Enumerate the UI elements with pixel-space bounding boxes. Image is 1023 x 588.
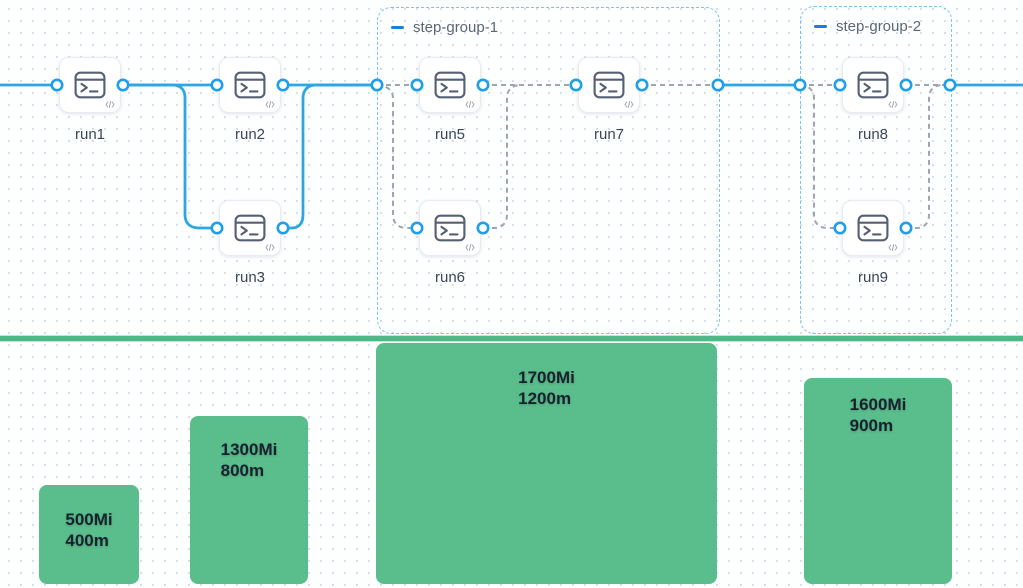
code-icon — [888, 101, 898, 108]
node-run1[interactable]: run1 — [59, 57, 121, 143]
resource-bar-label: 1300Mi 800m — [221, 439, 278, 584]
connection-handle[interactable] — [635, 78, 649, 92]
cpu-value: 400m — [65, 531, 109, 550]
connection-handle[interactable] — [410, 78, 424, 92]
connection-handle[interactable] — [276, 78, 290, 92]
terminal-icon — [234, 214, 266, 242]
connection-handle[interactable] — [899, 78, 913, 92]
node-card[interactable] — [842, 57, 904, 113]
resource-bar: 1700Mi 1200m — [376, 343, 717, 584]
node-card[interactable] — [419, 200, 481, 256]
terminal-icon — [434, 214, 466, 242]
node-card[interactable] — [219, 200, 281, 256]
node-label: run3 — [234, 269, 266, 286]
group-label: step-group-1 — [413, 19, 499, 36]
node-run8[interactable]: run8 — [842, 57, 904, 143]
terminal-icon — [857, 214, 889, 242]
node-label: run6 — [434, 269, 466, 286]
collapse-icon[interactable] — [391, 25, 404, 30]
memory-value: 1300Mi — [220, 440, 278, 459]
code-icon — [265, 244, 275, 251]
node-label: run1 — [74, 126, 106, 143]
connection-handle[interactable] — [833, 78, 847, 92]
memory-value: 1700Mi — [518, 368, 575, 387]
node-run7[interactable]: run7 — [578, 57, 640, 143]
step-group-1[interactable]: step-group-1 — [377, 7, 720, 334]
connection-handle[interactable] — [476, 221, 490, 235]
connection-handle[interactable] — [210, 221, 224, 235]
edge-run6-run7[interactable] — [483, 84, 522, 229]
memory-value: 1600Mi — [849, 395, 907, 414]
connection-handle[interactable] — [410, 221, 424, 235]
edge-group2in-run9[interactable] — [799, 84, 840, 229]
connection-handle[interactable] — [711, 78, 725, 92]
terminal-icon — [857, 71, 889, 99]
resource-bar-label: 500Mi 400m — [65, 509, 112, 584]
cpu-value: 800m — [220, 461, 265, 480]
cpu-value: 1200m — [518, 389, 572, 408]
connection-handle[interactable] — [833, 221, 847, 235]
node-run2[interactable]: run2 — [219, 57, 281, 143]
connection-handle[interactable] — [276, 221, 290, 235]
node-label: run5 — [434, 126, 466, 143]
resource-bar: 1600Mi 900m — [804, 378, 952, 584]
node-label: run8 — [857, 126, 889, 143]
connection-handle[interactable] — [569, 78, 583, 92]
group-header: step-group-2 — [814, 18, 951, 35]
edge-run3-group1[interactable] — [283, 83, 377, 230]
code-icon — [624, 101, 634, 108]
group-header: step-group-1 — [391, 19, 719, 36]
node-run6[interactable]: run6 — [419, 200, 481, 286]
connection-handle[interactable] — [50, 78, 64, 92]
edge-run1-run3[interactable] — [123, 83, 217, 230]
collapse-icon[interactable] — [814, 24, 827, 29]
code-icon — [465, 244, 475, 251]
connection-handle[interactable] — [370, 78, 384, 92]
terminal-icon — [234, 71, 266, 99]
resource-bar: 1300Mi 800m — [190, 416, 308, 584]
node-run5[interactable]: run5 — [419, 57, 481, 143]
code-icon — [888, 244, 898, 251]
connection-handle[interactable] — [210, 78, 224, 92]
terminal-icon — [434, 71, 466, 99]
resource-bar-label: 1600Mi 900m — [850, 394, 907, 584]
code-icon — [105, 101, 115, 108]
connection-handle[interactable] — [899, 221, 913, 235]
edge-run9-group2out[interactable] — [906, 84, 943, 229]
code-icon — [265, 101, 275, 108]
node-card[interactable] — [59, 57, 121, 113]
connection-handle[interactable] — [476, 78, 490, 92]
divider-line — [0, 336, 1023, 341]
step-group-2[interactable]: step-group-2 — [800, 6, 952, 334]
node-card[interactable] — [578, 57, 640, 113]
resource-bar: 500Mi 400m — [39, 485, 139, 584]
group-label: step-group-2 — [836, 18, 922, 35]
node-card[interactable] — [842, 200, 904, 256]
node-card[interactable] — [419, 57, 481, 113]
resource-bar-label: 1700Mi 1200m — [518, 367, 575, 584]
terminal-icon — [593, 71, 625, 99]
connection-handle[interactable] — [793, 78, 807, 92]
edge-group1in-run6[interactable] — [376, 84, 417, 229]
node-card[interactable] — [219, 57, 281, 113]
node-label: run9 — [857, 269, 889, 286]
memory-value: 500Mi — [65, 510, 113, 529]
code-icon — [465, 101, 475, 108]
cpu-value: 900m — [849, 416, 894, 435]
connection-handle[interactable] — [116, 78, 130, 92]
node-label: run7 — [593, 126, 625, 143]
connection-handle[interactable] — [943, 78, 957, 92]
node-run3[interactable]: run3 — [219, 200, 281, 286]
node-run9[interactable]: run9 — [842, 200, 904, 286]
terminal-icon — [74, 71, 106, 99]
node-label: run2 — [234, 126, 266, 143]
